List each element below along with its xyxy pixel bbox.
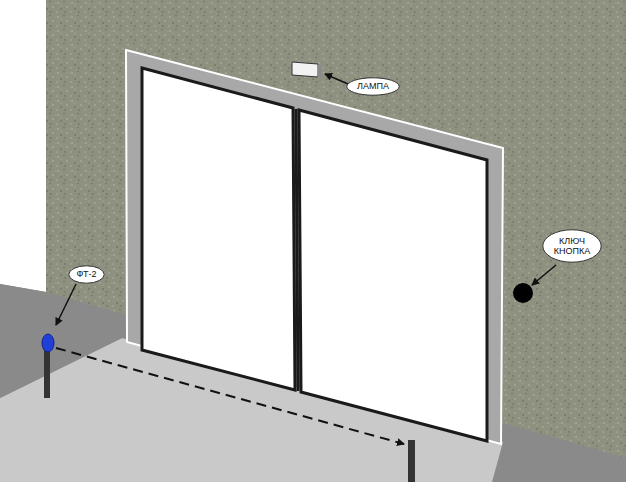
callout-label: КЛЮЧ КНОПКА	[554, 236, 590, 257]
callout-label: ЛАМПА	[357, 81, 389, 91]
callout-ellipse: ФТ-2	[68, 265, 105, 284]
key-button	[513, 283, 533, 303]
callout-label: ФТ-2	[77, 269, 97, 279]
gate-leaf-right	[299, 110, 487, 441]
reflector-post	[408, 440, 415, 482]
gate-frame	[126, 50, 503, 444]
lamp-leader	[325, 74, 348, 84]
gate-leaf-left	[142, 68, 295, 390]
sensor-leader	[56, 284, 76, 325]
beam	[56, 348, 404, 444]
floor-left	[0, 284, 122, 398]
callout-ellipse: КЛЮЧ КНОПКА	[542, 229, 602, 263]
lamp	[292, 62, 318, 77]
side-wall	[0, 0, 46, 292]
button-leader	[532, 265, 556, 285]
callout-ellipse: ЛАМПА	[346, 77, 400, 96]
sensor-post	[44, 348, 50, 398]
lamp-side	[318, 64, 321, 78]
leaf-joint	[296, 109, 298, 391]
photocell	[42, 334, 54, 352]
ellipse-shape	[543, 230, 601, 262]
ellipse-shape	[347, 78, 399, 95]
ellipse-shape	[69, 266, 104, 283]
